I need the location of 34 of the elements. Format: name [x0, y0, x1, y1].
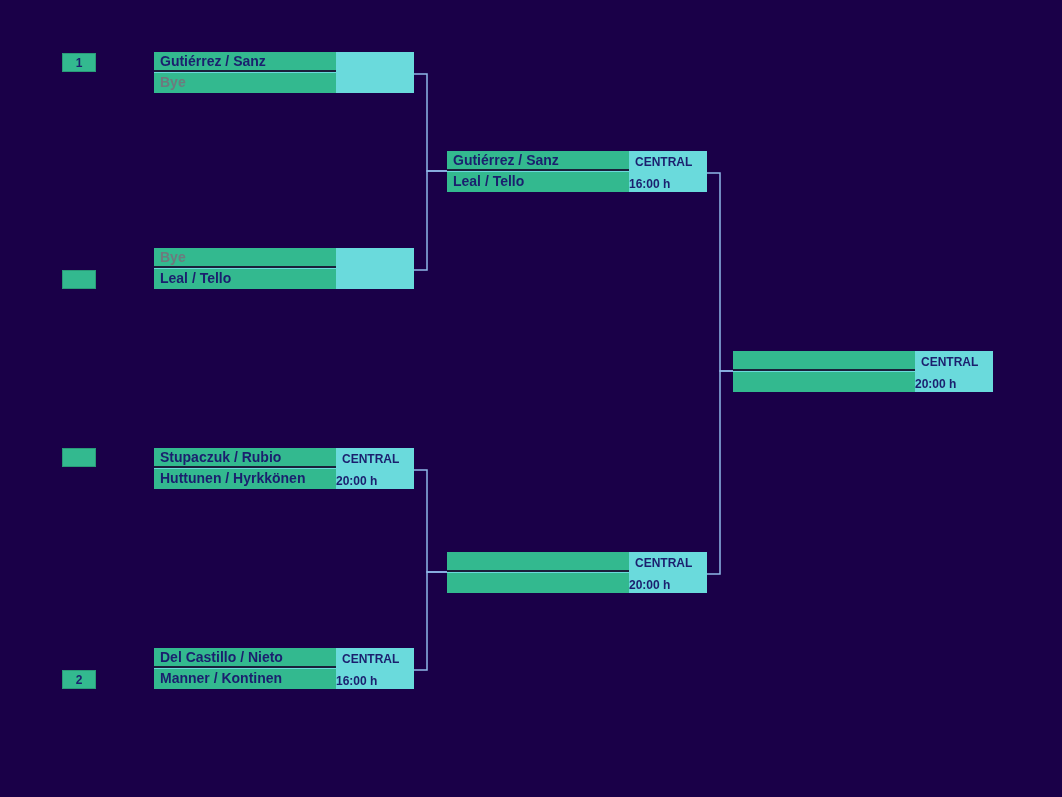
team-name: Huttunen / Hyrkkönen	[154, 469, 336, 489]
bracket-line	[413, 571, 448, 671]
team-name: Del Castillo / Nieto	[154, 648, 336, 668]
match-time: 16:00 h	[629, 177, 671, 191]
match-time: 20:00 h	[629, 578, 671, 592]
seed-badge: 1	[62, 53, 96, 72]
seed-badge	[62, 270, 96, 289]
team-name: Gutiérrez / Sanz	[154, 52, 336, 72]
venue-label: CENTRAL	[635, 556, 693, 570]
match-time: 20:00 h	[336, 474, 378, 488]
venue-label: CENTRAL	[921, 355, 979, 369]
match-card	[154, 248, 414, 289]
team-name: Stupaczuk / Rubio	[154, 448, 336, 468]
seed-badge	[62, 448, 96, 467]
match-card	[154, 648, 414, 689]
venue-label: CENTRAL	[342, 652, 400, 666]
team-name: Gutiérrez / Sanz	[447, 151, 629, 171]
team-name: Manner / Kontinen	[154, 669, 336, 689]
match-time: 20:00 h	[915, 377, 957, 391]
team-name: Leal / Tello	[154, 269, 336, 289]
bracket-line	[413, 170, 448, 271]
match-card	[447, 552, 707, 593]
match-card	[733, 351, 993, 392]
match-card	[447, 151, 707, 192]
bracket-line	[706, 370, 734, 575]
venue-label: CENTRAL	[342, 452, 400, 466]
seed-badge: 2	[62, 670, 96, 689]
venue-label: CENTRAL	[635, 155, 693, 169]
match-time: 16:00 h	[336, 674, 378, 688]
team-name: Bye	[154, 73, 336, 93]
team-name: Bye	[154, 248, 336, 268]
match-card	[154, 448, 414, 489]
team-name: Leal / Tello	[447, 172, 629, 192]
match-card	[154, 52, 414, 93]
